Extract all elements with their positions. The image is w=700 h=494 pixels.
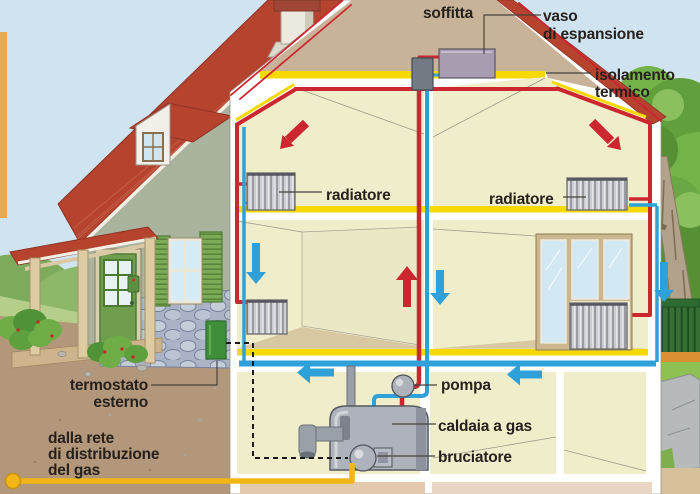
thermostat-control-line bbox=[226, 342, 348, 459]
hot-flow-arrow-right-slope bbox=[588, 118, 615, 145]
junction-box bbox=[411, 57, 434, 91]
basement-mid-room bbox=[430, 372, 556, 474]
label-isolamento-2: termico bbox=[595, 84, 650, 101]
cold-flow-arrow-left-basement bbox=[297, 361, 334, 384]
label-radiatore-dx: radiatore bbox=[489, 191, 554, 208]
front-door bbox=[94, 248, 142, 354]
porch-post bbox=[144, 237, 156, 364]
label-termostato-1: termostato bbox=[70, 377, 148, 394]
hot-flow-arrow-up bbox=[396, 266, 418, 307]
right-soil bbox=[658, 468, 700, 494]
label-caldaia: caldaia a gas bbox=[438, 418, 532, 435]
label-rete-gas-3: del gas bbox=[48, 462, 100, 479]
left-border-strip bbox=[0, 32, 7, 218]
label-bruciatore: bruciatore bbox=[438, 449, 512, 466]
exhaust-pipe bbox=[298, 424, 344, 459]
ground-floor-insulation bbox=[237, 349, 648, 356]
label-isolamento-1: isolamento bbox=[595, 67, 675, 84]
flow-arrows bbox=[246, 118, 674, 386]
right-roof-strip bbox=[496, 0, 667, 125]
fence bbox=[655, 298, 700, 360]
leader-vaso bbox=[483, 14, 541, 54]
radiator-ground-left bbox=[246, 299, 288, 335]
gas-main-connector bbox=[4, 472, 22, 490]
bushes bbox=[0, 309, 148, 368]
cutaway-house bbox=[4, 0, 674, 494]
basement-right-room bbox=[564, 372, 646, 474]
wall-device bbox=[127, 275, 140, 293]
porch-roof bbox=[9, 226, 159, 266]
shuttered-window bbox=[147, 231, 223, 307]
expansion-vessel bbox=[438, 48, 496, 79]
gas-pipe bbox=[4, 463, 355, 490]
label-soffitta: soffitta bbox=[423, 5, 474, 22]
roof-insulation-bands bbox=[230, 0, 662, 122]
attic-floor-insulation bbox=[260, 71, 545, 79]
porch-post bbox=[77, 249, 89, 359]
french-window bbox=[535, 233, 633, 351]
foundation-left bbox=[240, 482, 425, 494]
radiator-second-right bbox=[566, 177, 628, 211]
label-rete-gas-1: dalla rete bbox=[48, 430, 115, 447]
second-floor-right-room bbox=[433, 77, 648, 206]
porch-post bbox=[29, 257, 41, 356]
hot-flow-arrow-left-slope bbox=[284, 119, 310, 144]
cold-flow-arrow-down-center bbox=[430, 270, 450, 305]
label-pompa: pompa bbox=[441, 377, 491, 394]
flue-pipe bbox=[346, 365, 356, 409]
cold-flow-arrow-left-basement2 bbox=[507, 363, 542, 386]
dormer bbox=[128, 102, 234, 166]
labels: soffitta vaso di espansione isolamento t… bbox=[48, 5, 675, 479]
label-radiatore-sx: radiatore bbox=[326, 187, 391, 204]
leader-termostato bbox=[151, 361, 218, 386]
label-vaso-2: di espansione bbox=[543, 26, 644, 43]
pebbles bbox=[57, 351, 148, 377]
attic bbox=[260, 0, 580, 71]
door-knob bbox=[130, 301, 134, 305]
ground-speckles bbox=[33, 386, 217, 472]
label-vaso-1: vaso bbox=[543, 8, 578, 25]
burner bbox=[349, 444, 393, 472]
boiler-assembly bbox=[298, 365, 429, 472]
cold-flow-arrow-down-outside bbox=[654, 262, 674, 302]
right-ground-band bbox=[658, 352, 700, 364]
cold-flow-arrow-down-left bbox=[246, 243, 266, 284]
label-rete-gas-2: di distribuzione bbox=[48, 446, 160, 463]
foundation-right bbox=[432, 482, 652, 494]
label-termostato-2: esterno bbox=[93, 394, 148, 411]
pump bbox=[391, 374, 415, 398]
second-floor-insulation bbox=[237, 206, 648, 213]
